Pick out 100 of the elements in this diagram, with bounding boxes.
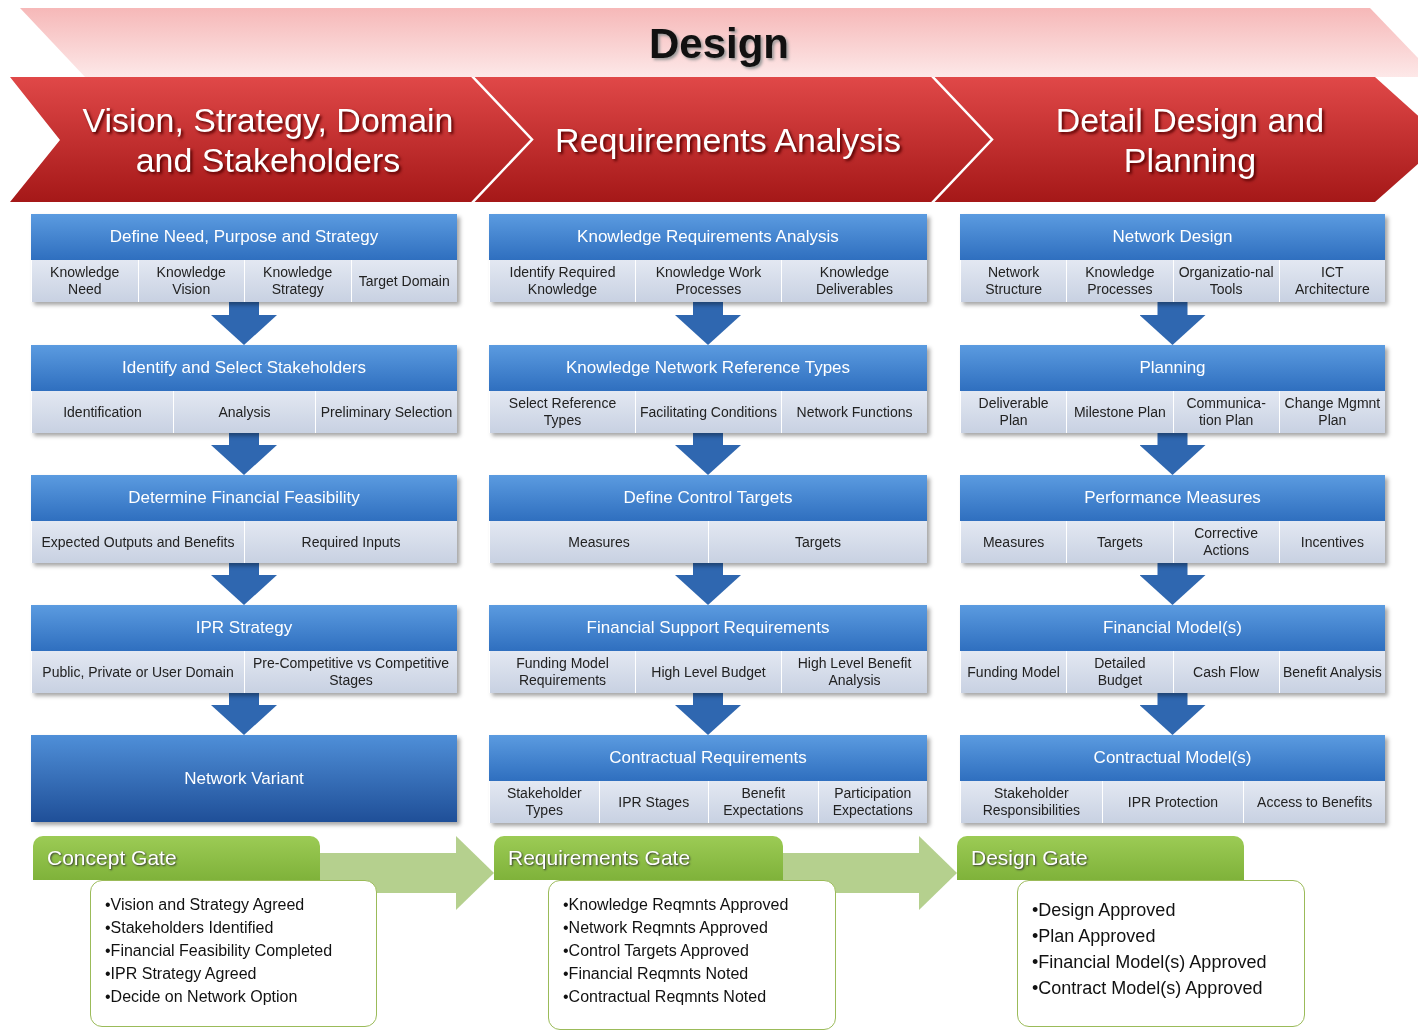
panel-header: Identify and Select Stakeholders — [31, 345, 457, 391]
subtask-tile: Preliminary Selection — [315, 391, 457, 433]
flow-arrow — [211, 433, 277, 475]
criteria-card — [1017, 880, 1305, 1027]
subtask-tile: Pre-Competitive vs Competitive Stages — [244, 651, 457, 693]
subtask-tile: Incentives — [1278, 521, 1385, 563]
subtask-tile: High Level Benefit Analysis — [781, 651, 927, 693]
panel-header: Define Control Targets — [489, 475, 927, 521]
subtask-tile: ICT Architecture — [1278, 260, 1385, 302]
flow-arrow — [675, 302, 741, 345]
criteria-item: •Knowledge Reqmnts Approved — [563, 895, 790, 915]
flow-arrow — [1139, 433, 1206, 475]
flow-arrow — [211, 563, 277, 605]
subtask-tile: IPR Stages — [598, 781, 708, 823]
subtask-tile: Targets — [1066, 521, 1173, 563]
subtask-tile: IPR Protection — [1101, 781, 1244, 823]
gate-title: Design Gate — [971, 846, 1088, 870]
gate-title: Concept Gate — [47, 846, 177, 870]
panel-header: Planning — [960, 345, 1385, 391]
subtask-tile: Organizatio-nal Tools — [1172, 260, 1279, 302]
panel-header: Financial Support Requirements — [489, 605, 927, 651]
subtask-tile: Knowledge Work Processes — [635, 260, 781, 302]
subtask-tile: Measures — [960, 521, 1067, 563]
flow-arrow — [211, 693, 277, 735]
subtask-tile: Knowledge Deliverables — [781, 260, 927, 302]
activity-panel — [960, 345, 1385, 433]
subtask-tile: Participation Expectations — [817, 781, 927, 823]
subtask-tile: Analysis — [173, 391, 315, 433]
subtask-tile: Communica-tion Plan — [1172, 391, 1279, 433]
activity-panel — [489, 475, 927, 563]
activity-panel — [31, 214, 457, 302]
subtask-tile: Expected Outputs and Benefits — [31, 521, 244, 563]
criteria-card — [548, 880, 836, 1030]
criteria-item: •Decide on Network Option — [105, 987, 299, 1007]
subtask-tile: Public, Private or User Domain — [31, 651, 244, 693]
subtask-tile: Network Functions — [781, 391, 927, 433]
gate-panel — [957, 836, 1244, 880]
panel-header: Financial Model(s) — [960, 605, 1385, 651]
criteria-item: •Financial Reqmnts Noted — [563, 964, 750, 984]
flow-arrow — [1139, 302, 1206, 345]
criteria-card — [90, 880, 377, 1027]
subtask-tile: Identify Required Knowledge — [489, 260, 635, 302]
subtask-tile: Benefit Analysis — [1278, 651, 1385, 693]
gate-panel — [494, 836, 783, 880]
criteria-item: •Financial Model(s) Approved — [1032, 951, 1268, 974]
subtask-tile: Access to Benefits — [1243, 781, 1385, 823]
subtask-tile: Cash Flow — [1172, 651, 1279, 693]
subtask-tile: Funding Model — [960, 651, 1067, 693]
activity-panel — [31, 345, 457, 433]
panel-header: Define Need, Purpose and Strategy — [31, 214, 457, 260]
criteria-item: •Contract Model(s) Approved — [1032, 977, 1264, 1000]
banner-title: Design — [648, 20, 790, 68]
flow-arrow — [675, 563, 741, 605]
subtask-tile: Knowledge Need — [31, 260, 138, 302]
subtask-tile: Stakeholder Responsibilities — [960, 781, 1102, 823]
subtask-tile: Knowledge Vision — [137, 260, 244, 302]
criteria-item: •Plan Approved — [1032, 925, 1157, 948]
activity-panel — [489, 605, 927, 693]
criteria-item: •Network Reqmnts Approved — [563, 918, 769, 938]
criteria-item: •Vision and Strategy Agreed — [105, 895, 306, 915]
subtask-tile: Funding Model Requirements — [489, 651, 635, 693]
panel-header: Network Variant — [31, 735, 457, 822]
subtask-tile: Benefit Expectations — [708, 781, 818, 823]
gate-title: Requirements Gate — [508, 846, 691, 870]
criteria-item: •Stakeholders Identified — [105, 918, 275, 938]
criteria-item: •Financial Feasibility Completed — [105, 941, 334, 961]
flow-arrow — [1139, 693, 1206, 735]
subtask-tile: Corrective Actions — [1172, 521, 1279, 563]
activity-panel — [31, 605, 457, 693]
subtask-tile: Change Mgmnt Plan — [1278, 391, 1385, 433]
activity-panel — [489, 345, 927, 433]
subtask-tile: Targets — [708, 521, 927, 563]
flow-arrow — [320, 836, 494, 910]
activity-panel — [31, 475, 457, 563]
panel-header: Determine Financial Feasibility — [31, 475, 457, 521]
flow-arrow — [1139, 563, 1206, 605]
subtask-tile: Select Reference Types — [489, 391, 635, 433]
subtask-tile: Knowledge Strategy — [244, 260, 351, 302]
phase-title: Vision, Strategy, Domain and Stakeholders — [81, 99, 455, 181]
activity-panel — [960, 605, 1385, 693]
panel-header: Knowledge Requirements Analysis — [489, 214, 927, 260]
phase-header-band — [930, 77, 1418, 202]
criteria-item: •Contractual Reqmnts Noted — [563, 987, 768, 1007]
activity-panel — [960, 214, 1385, 302]
flow-arrow — [675, 433, 741, 475]
subtask-tile: Identification — [31, 391, 173, 433]
panel-header: Network Design — [960, 214, 1385, 260]
subtask-tile: Measures — [489, 521, 708, 563]
criteria-item: •Control Targets Approved — [563, 941, 750, 961]
subtask-tile: Milestone Plan — [1066, 391, 1173, 433]
subtask-tile: Knowledge Processes — [1066, 260, 1173, 302]
criteria-item: •IPR Strategy Agreed — [105, 964, 258, 984]
activity-panel — [960, 475, 1385, 563]
subtask-tile: Network Structure — [960, 260, 1067, 302]
panel-header: Contractual Requirements — [489, 735, 927, 781]
phase-title: Detail Design and Planning — [1054, 99, 1326, 181]
criteria-item: •Design Approved — [1032, 899, 1177, 922]
flow-arrow — [783, 836, 957, 910]
subtask-tile: Stakeholder Types — [489, 781, 599, 823]
subtask-tile: High Level Budget — [635, 651, 781, 693]
